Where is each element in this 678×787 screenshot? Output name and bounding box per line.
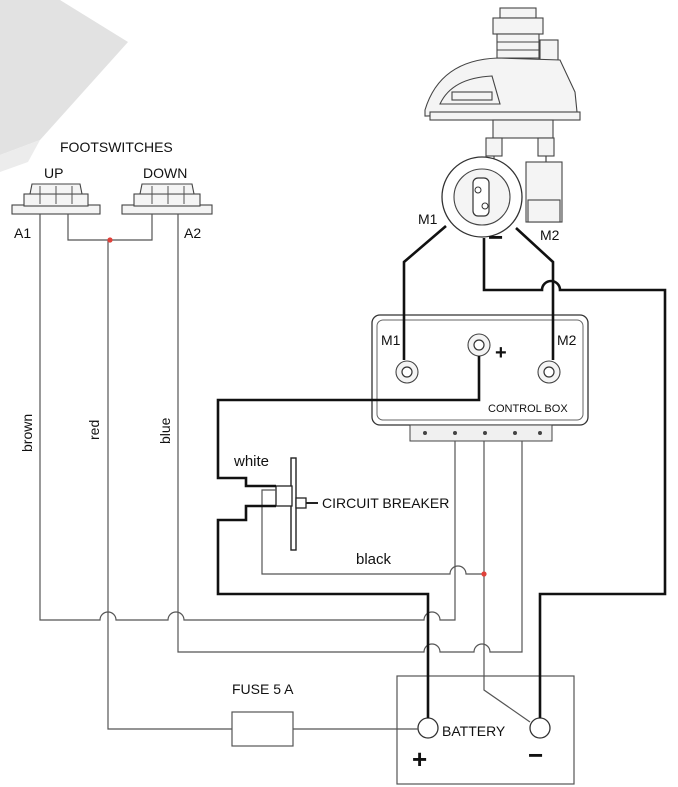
thin-wires [39, 214, 531, 730]
battery-positive-terminal [417, 717, 439, 739]
junction-dot [107, 237, 113, 243]
wire-white-label: white [233, 453, 269, 470]
wire-brown-label: brown [19, 414, 35, 452]
battery-label: BATTERY [442, 723, 506, 739]
footswitches-title: FOOTSWITCHES [60, 139, 173, 155]
control-box-m1-label: M1 [381, 332, 401, 348]
footswitch-down[interactable] [121, 183, 213, 215]
control-box-plus-terminal [467, 333, 491, 357]
battery-plus-label: + [412, 744, 427, 774]
watermark-corner [0, 0, 128, 172]
wire-red-label: red [86, 420, 102, 440]
footswitch-a1-label: A1 [14, 225, 31, 241]
fuse-label: FUSE 5 A [232, 681, 294, 697]
control-box-m2-terminal [537, 360, 561, 384]
control-box-plus-label: + [495, 342, 507, 364]
control-box-m2-label: M2 [557, 332, 577, 348]
fuse [231, 711, 294, 747]
motor-m1-label: M1 [418, 211, 438, 227]
battery-minus-label: − [528, 740, 543, 770]
motor-m2-label: M2 [540, 227, 560, 243]
windlass-motor [441, 156, 523, 238]
junction-dot [481, 571, 487, 577]
circuit-breaker[interactable] [275, 457, 318, 551]
footswitch-up-label: UP [44, 165, 63, 181]
footswitch-a2-label: A2 [184, 225, 201, 241]
wire-blue-label: blue [157, 417, 173, 444]
footswitch-down-label: DOWN [143, 165, 187, 181]
control-box-m1-terminal [395, 360, 419, 384]
control-box-label: CONTROL BOX [488, 403, 568, 415]
circuit-breaker-label: CIRCUIT BREAKER [322, 495, 449, 511]
wire-black-label: black [356, 551, 392, 568]
battery-negative-terminal [529, 717, 551, 739]
thick-wires [216, 225, 667, 718]
windlass-illustration [424, 7, 581, 223]
footswitch-up[interactable] [11, 183, 101, 215]
motor-minus-label: − [488, 222, 503, 252]
